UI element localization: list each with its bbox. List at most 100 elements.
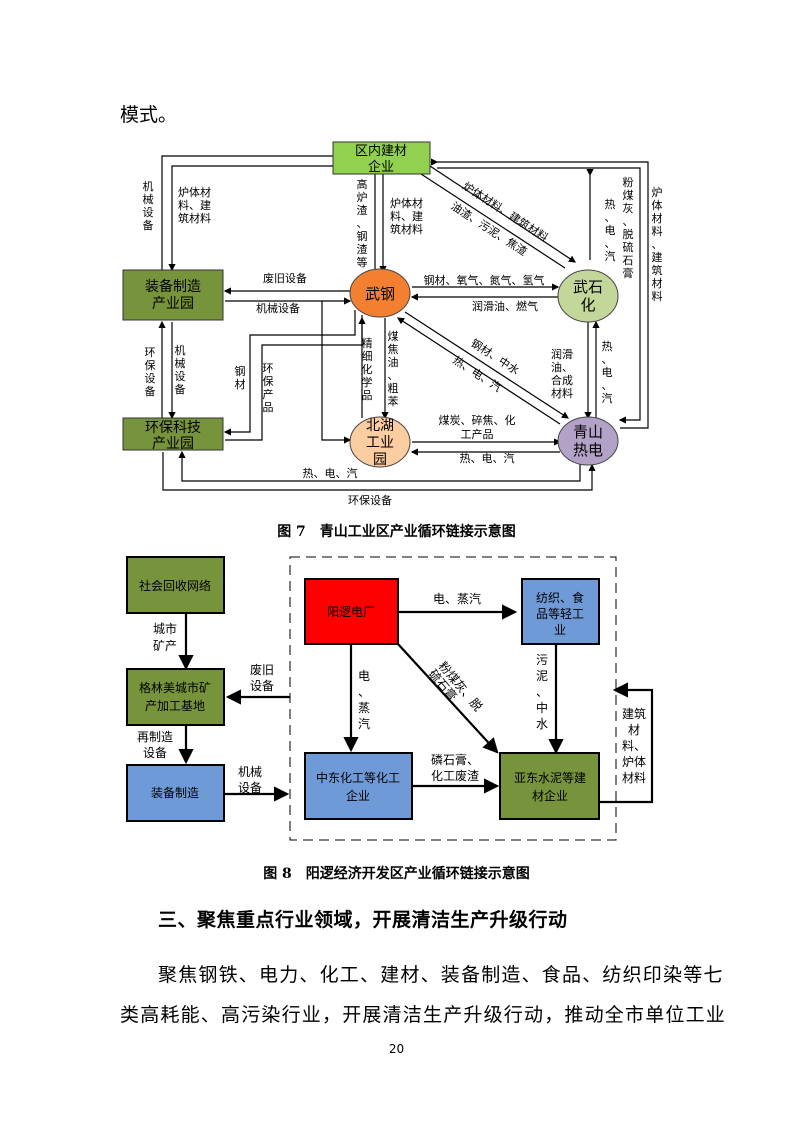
svg-text:武钢: 武钢 xyxy=(365,285,395,303)
svg-text:青山: 青山 xyxy=(573,423,603,441)
edge-diag2-upper xyxy=(404,311,570,419)
svg-text:设备: 设备 xyxy=(238,781,262,795)
svg-text:、: 、 xyxy=(536,685,548,699)
svg-text:材: 材 xyxy=(652,276,663,290)
svg-text:粗: 粗 xyxy=(388,382,399,395)
svg-text:、: 、 xyxy=(357,217,368,230)
svg-text:润滑: 润滑 xyxy=(551,347,573,361)
svg-text:城市: 城市 xyxy=(153,621,177,636)
svg-text:膏: 膏 xyxy=(623,266,634,280)
svg-text:电: 电 xyxy=(358,669,370,683)
svg-text:北湖: 北湖 xyxy=(366,418,394,434)
svg-text:体: 体 xyxy=(652,198,663,212)
label-building-materials: 建筑 材 料、 炉体 材料 xyxy=(622,706,646,785)
svg-text:备: 备 xyxy=(143,218,154,232)
svg-text:建: 建 xyxy=(652,250,663,264)
svg-text:材企业: 材企业 xyxy=(532,788,568,803)
svg-text:筑: 筑 xyxy=(652,263,663,277)
node-gem-base: 格林美城市矿 产加工基地 xyxy=(126,668,225,726)
svg-text:备: 备 xyxy=(145,384,156,398)
svg-text:机: 机 xyxy=(143,179,154,193)
edge-env-equip-bottom xyxy=(162,452,596,491)
edge-building-materials xyxy=(599,682,654,804)
svg-text:电: 电 xyxy=(605,224,616,237)
label-lube-synth: 润滑 油、 合成 材料 xyxy=(551,347,573,400)
svg-text:煤: 煤 xyxy=(623,189,634,202)
edge-diag-lower xyxy=(411,165,566,269)
svg-text:、: 、 xyxy=(605,211,616,224)
svg-text:材: 材 xyxy=(652,211,663,225)
svg-text:机械: 机械 xyxy=(238,764,262,779)
svg-text:社会回收网络: 社会回收网络 xyxy=(139,578,211,593)
svg-text:渣: 渣 xyxy=(357,203,368,217)
edge-to-beihu xyxy=(321,301,352,444)
figure8-diagram: 社会回收网络 格林美城市矿 产加工基地 装备制造 阳逻电厂 纺织、食 品等轻工 … xyxy=(126,556,654,841)
svg-text:企业: 企业 xyxy=(346,788,370,803)
label-reman-equipment: 再制造 设备 xyxy=(137,730,173,760)
svg-text:保: 保 xyxy=(263,374,274,388)
svg-text:、: 、 xyxy=(602,379,613,392)
edge-building-to-equip xyxy=(168,165,333,272)
label-env-equipment-left: 环 保 设 备 xyxy=(145,346,156,398)
svg-text:械: 械 xyxy=(143,192,154,206)
label-steel: 钢 材 xyxy=(235,365,246,391)
svg-text:中: 中 xyxy=(536,700,548,715)
figure8-connectors xyxy=(178,604,654,804)
node-qingshan-power: 青山 热电 xyxy=(557,416,619,466)
svg-text:等: 等 xyxy=(357,255,368,269)
label-slag: 高 炉 渣 、 钢 渣 等 xyxy=(357,177,368,269)
svg-text:料、建: 料、建 xyxy=(390,209,423,223)
svg-text:炉: 炉 xyxy=(357,191,368,204)
svg-text:炉体材: 炉体材 xyxy=(390,196,423,210)
svg-text:产业园: 产业园 xyxy=(152,296,194,312)
paragraph-line-1: 聚焦钢铁、电力、化工、建材、装备制造、食品、纺织印染等七 xyxy=(158,964,724,986)
paragraph-line-2: 类高耗能、高污染行业，开展清洁生产升级行动，推动全市单位工业 xyxy=(120,1004,727,1026)
svg-text:化工废渣: 化工废渣 xyxy=(431,768,479,783)
edge-diag-upper xyxy=(429,165,577,263)
svg-text:灰: 灰 xyxy=(623,201,634,215)
svg-text:细: 细 xyxy=(362,350,373,363)
svg-text:化: 化 xyxy=(580,296,595,314)
label-waste-equipment: 废旧设备 xyxy=(263,271,307,285)
svg-text:焦: 焦 xyxy=(388,343,399,356)
svg-text:材: 材 xyxy=(235,377,246,391)
label-furnace-materials-left: 炉体材 料、建 筑材料 xyxy=(178,185,211,225)
svg-text:装备制造: 装备制造 xyxy=(151,786,199,800)
svg-text:环: 环 xyxy=(263,362,274,375)
svg-text:产加工基地: 产加工基地 xyxy=(145,699,205,713)
edge-right-inner xyxy=(437,167,641,424)
label-mech-equipment: 机械 设备 xyxy=(238,764,262,795)
label-fine-chem: 精 细 化 学 品 xyxy=(362,337,373,402)
edge-mech-equip-to-building xyxy=(161,152,339,270)
svg-text:水: 水 xyxy=(536,717,548,731)
svg-text:料: 料 xyxy=(652,289,663,303)
svg-text:设: 设 xyxy=(143,206,154,219)
svg-text:料、建: 料、建 xyxy=(178,198,211,212)
svg-text:石: 石 xyxy=(623,254,634,267)
svg-text:区内建材: 区内建材 xyxy=(355,143,407,159)
svg-text:油、: 油、 xyxy=(551,360,573,374)
label-heat-power-steam-mid: 热、电、汽 xyxy=(460,451,515,465)
label-urban-minerals: 城市 矿产 xyxy=(153,621,177,653)
svg-text:脱: 脱 xyxy=(623,227,634,241)
label-lube-gas: 润滑油、燃气 xyxy=(472,299,538,313)
svg-text:、: 、 xyxy=(623,215,634,228)
svg-text:热: 热 xyxy=(602,340,613,353)
svg-text:环: 环 xyxy=(145,346,156,359)
svg-text:亚东水泥等建: 亚东水泥等建 xyxy=(514,771,586,785)
label-coal-coke: 煤炭、碎焦、化 工产品 xyxy=(439,413,516,441)
svg-text:油: 油 xyxy=(388,355,399,369)
node-cement: 亚东水泥等建 材企业 xyxy=(499,752,600,820)
svg-text:泥: 泥 xyxy=(536,669,548,683)
svg-text:再制造: 再制造 xyxy=(137,730,173,744)
figure7-caption: 图 7 青山工业区产业循环链接示意图 xyxy=(277,524,516,540)
edge-steel xyxy=(223,310,356,436)
label-heat-power-steam-top: 热 、 电 、 汽 xyxy=(605,198,616,263)
figure7-diagram: 区内建材 企业 装备制造 产业园 武钢 武石 化 环保科技 产业园 北湖 工业 … xyxy=(122,141,663,507)
svg-text:备: 备 xyxy=(175,382,186,396)
edge-right-outer xyxy=(431,158,649,429)
edge-fly-ash xyxy=(397,643,499,754)
svg-text:纺织、食: 纺织、食 xyxy=(536,590,584,605)
svg-text:热: 热 xyxy=(605,198,616,211)
svg-text:产: 产 xyxy=(263,387,274,401)
